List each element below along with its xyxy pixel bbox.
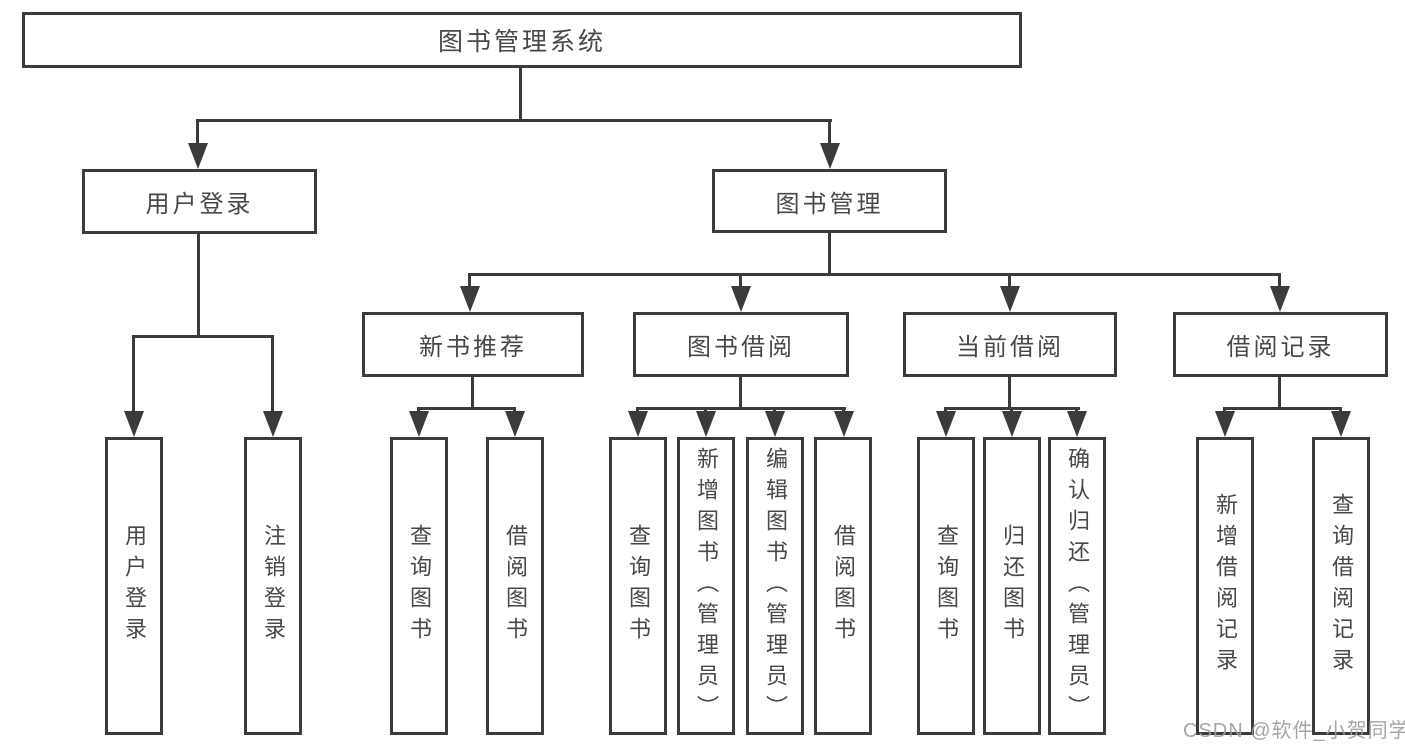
leaf-borrow-books-borrowing: 借阅图书 [814, 437, 872, 735]
connector-line [196, 119, 832, 122]
leaf-label: 查询图书 [407, 524, 432, 648]
arrow-down-icon [1067, 411, 1087, 437]
arrow-down-icon [731, 286, 751, 312]
leaf-label: 查询借阅记录 [1329, 493, 1354, 679]
arrow-down-icon [834, 411, 854, 437]
leaf-label: 新增借阅记录 [1213, 493, 1238, 679]
leaf-user-login: 用户登录 [105, 437, 163, 735]
leaf-confirm-return-admin: 确认归还（管理员） [1048, 437, 1106, 735]
connector-line [828, 119, 831, 147]
node-book-management: 图书管理 [712, 169, 947, 233]
connector-line [471, 377, 474, 407]
leaf-add-books-admin: 新增图书（管理员） [677, 437, 735, 735]
node-book-management-system: 图书管理系统 [22, 12, 1022, 68]
leaf-query-books-current: 查询图书 [917, 437, 975, 735]
connector-line [1278, 377, 1281, 407]
node-label: 图书管理系统 [437, 28, 606, 56]
arrow-down-icon [1215, 411, 1235, 437]
connector-line [196, 119, 199, 147]
node-label: 借阅记录 [1226, 334, 1335, 361]
leaf-query-borrow-record: 查询借阅记录 [1312, 437, 1370, 735]
connector-line [1278, 273, 1281, 291]
connector-line [519, 68, 522, 119]
node-label: 图书借阅 [687, 334, 795, 361]
leaf-label: 查询图书 [626, 524, 651, 648]
arrow-down-icon [1331, 411, 1351, 437]
arrow-down-icon [505, 411, 525, 437]
arrow-down-icon [765, 411, 785, 437]
connector-line [197, 234, 200, 335]
leaf-label: 借阅图书 [831, 524, 856, 648]
node-user-login: 用户登录 [82, 169, 317, 234]
node-label: 新书推荐 [419, 334, 527, 361]
arrow-down-icon [188, 143, 208, 169]
leaf-logout-login: 注销登录 [244, 437, 302, 735]
leaf-edit-books-admin: 编辑图书（管理员） [746, 437, 804, 735]
connector-line [132, 335, 274, 338]
node-book-borrowing: 图书借阅 [633, 312, 849, 377]
leaf-add-borrow-record: 新增借阅记录 [1196, 437, 1254, 735]
leaf-label: 归还图书 [1000, 524, 1025, 648]
connector-line [1008, 273, 1011, 291]
arrow-down-icon [1002, 411, 1022, 437]
connector-line [468, 273, 471, 291]
arrow-down-icon [1000, 286, 1020, 312]
arrow-down-icon [820, 143, 840, 169]
node-label: 图书管理 [775, 190, 884, 218]
connector-line [271, 335, 274, 415]
arrow-down-icon [263, 411, 283, 437]
leaf-label: 确认归还（管理员） [1065, 446, 1090, 726]
connector-line [417, 407, 516, 410]
connector-line [739, 273, 742, 291]
leaf-label: 编辑图书（管理员） [763, 446, 788, 726]
arrow-down-icon [936, 411, 956, 437]
leaf-label: 查询图书 [934, 524, 959, 648]
connector-line [1223, 407, 1342, 410]
leaf-label: 注销登录 [261, 524, 286, 648]
connector-line [828, 232, 831, 273]
leaf-label: 借阅图书 [503, 524, 528, 648]
arrow-down-icon [124, 411, 144, 437]
node-label: 当前借阅 [956, 334, 1064, 361]
watermark: CSDN @软件_小贺同学 [1183, 720, 1405, 742]
connector-line [1008, 377, 1011, 407]
connector-line [739, 377, 742, 407]
connector-line [636, 407, 846, 410]
leaf-query-books-borrowing: 查询图书 [609, 437, 667, 735]
leaf-return-books: 归还图书 [983, 437, 1041, 735]
arrow-down-icon [696, 411, 716, 437]
arrow-down-icon [1270, 286, 1290, 312]
connector-line [132, 335, 135, 415]
leaf-label: 用户登录 [122, 524, 147, 648]
node-current-borrowing: 当前借阅 [903, 312, 1117, 377]
leaf-query-books-recommend: 查询图书 [390, 437, 448, 735]
leaf-borrow-books-recommend: 借阅图书 [486, 437, 544, 735]
node-label: 用户登录 [145, 191, 254, 218]
node-borrowing-records: 借阅记录 [1173, 312, 1388, 377]
leaf-label: 新增图书（管理员） [694, 446, 719, 726]
arrow-down-icon [628, 411, 648, 437]
connector-line [468, 273, 1281, 276]
arrow-down-icon [409, 411, 429, 437]
arrow-down-icon [460, 286, 480, 312]
node-new-book-recommendation: 新书推荐 [362, 312, 584, 377]
